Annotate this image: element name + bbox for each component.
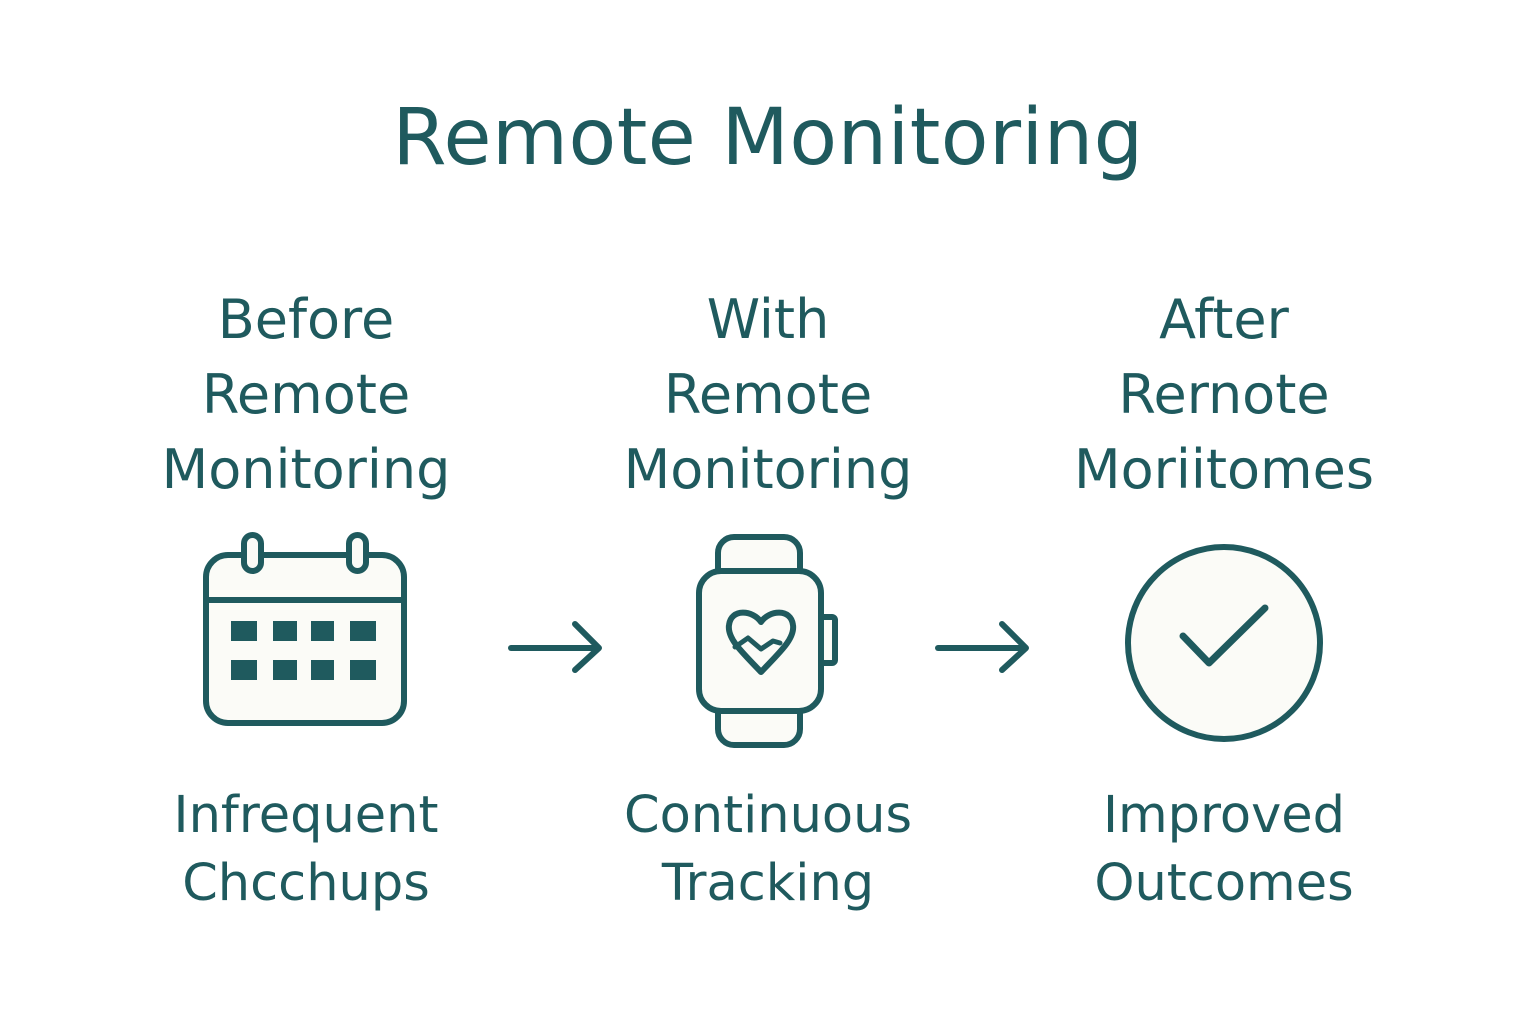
stage-caption: Infrequent Chcchups	[86, 782, 526, 918]
stage-caption: Improved Outcomes	[1004, 782, 1444, 918]
arrow-right-icon	[505, 614, 605, 678]
smartwatch-heart-icon	[548, 525, 988, 760]
stage-caption: Continuous Tracking	[548, 782, 988, 918]
stage-caption-line: Continuous	[623, 786, 913, 845]
check-circle-icon	[1004, 525, 1444, 760]
stage-caption-line: Chcchups	[182, 854, 430, 913]
stage-caption-line: Improved	[1102, 786, 1346, 845]
stage-caption-line: Tracking	[661, 854, 875, 913]
stage-heading-line: Remote	[201, 363, 411, 426]
stage-heading-line: Remote	[663, 363, 873, 426]
stage-heading: Before Remote Monitoring	[86, 282, 526, 507]
stage-with: With Remote Monitoring Continuous Tracki…	[548, 0, 988, 1024]
stage-heading-line: Monitoring	[161, 438, 451, 501]
stage-after: After Rernote Moriitomes Improved Outcom…	[1004, 0, 1444, 1024]
stage-heading-line: With	[706, 288, 830, 351]
stage-heading: With Remote Monitoring	[548, 282, 988, 507]
stage-before: Before Remote Monitoring Infrequent Chcc…	[86, 0, 526, 1024]
stage-heading-line: Before	[217, 288, 395, 351]
stage-caption-line: Infrequent	[173, 786, 439, 845]
stage-caption-line: Outcomes	[1094, 854, 1354, 913]
stage-heading-line: Rernote	[1118, 363, 1330, 426]
stage-heading-line: Monitoring	[623, 438, 913, 501]
calendar-icon	[86, 525, 526, 760]
stage-heading: After Rernote Moriitomes	[1004, 282, 1444, 507]
stage-heading-line: After	[1159, 288, 1289, 351]
page-title: Remote Monitoring	[392, 93, 1144, 183]
arrow-right-icon	[932, 614, 1032, 678]
stage-heading-line: Moriitomes	[1073, 438, 1374, 501]
